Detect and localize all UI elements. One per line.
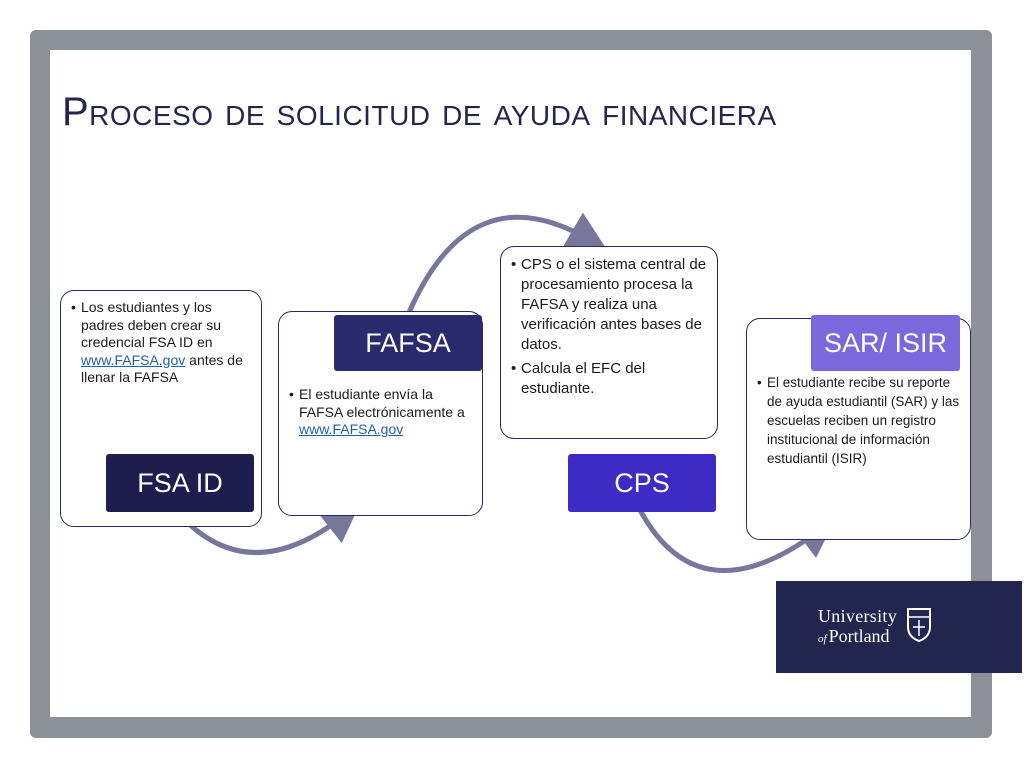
step-bullet: El estudiante recibe su reporte de ayuda… xyxy=(757,373,964,468)
arrow-fsaid-to-fafsa xyxy=(178,502,361,555)
step-tag-fafsa: FAFSA xyxy=(334,315,482,371)
step-tag-sar-isir: SAR/ ISIR xyxy=(811,315,960,371)
step-bullet: CPS o el sistema central de procesamient… xyxy=(511,255,711,355)
step-card-cps: CPS o el sistema central de procesamient… xyxy=(500,246,718,439)
arrow-cps-to-sar xyxy=(637,508,837,573)
arrow-fafsa-to-cps xyxy=(405,212,608,316)
step-bullet: Calcula el EFC del estudiante. xyxy=(511,359,711,399)
slide-title: Proceso de solicitud de ayuda financiera xyxy=(62,90,777,134)
step-bullet: El estudiante envía la FAFSA electrónica… xyxy=(289,386,476,439)
shield-icon xyxy=(907,608,931,643)
step-tag-cps: CPS xyxy=(568,454,716,512)
fafsa-link[interactable]: www.FAFSA.gov xyxy=(299,421,404,437)
logo-line-1: University xyxy=(818,606,897,626)
step-tag-fsa-id: FSA ID xyxy=(106,454,254,512)
fafsa-link[interactable]: www.FAFSA.gov xyxy=(81,351,186,368)
step-bullet: Los estudiantes y los padres deben crear… xyxy=(71,299,255,387)
